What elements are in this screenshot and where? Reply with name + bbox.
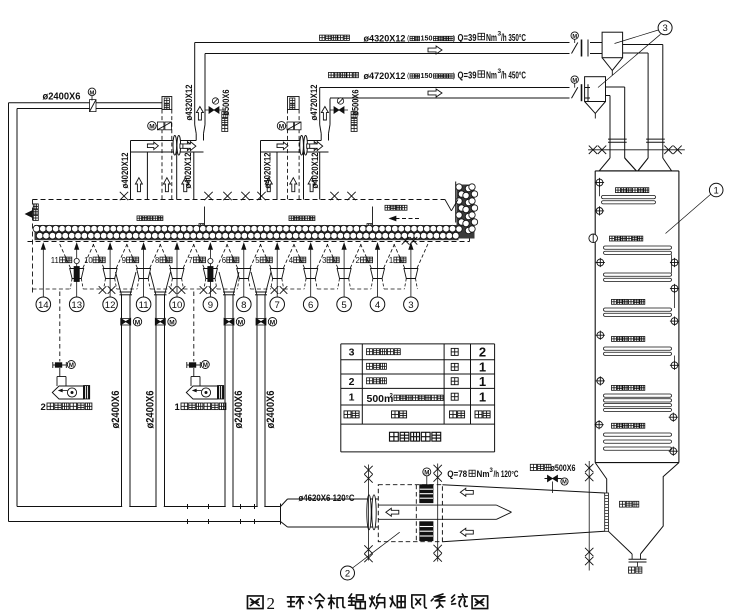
svg-text:(: ( — [407, 36, 410, 43]
svg-text:11: 11 — [139, 300, 149, 311]
svg-text:12: 12 — [105, 300, 116, 311]
svg-text:9: 9 — [122, 256, 126, 265]
svg-text:150: 150 — [421, 36, 433, 43]
svg-text:5: 5 — [255, 256, 260, 265]
svg-text:1: 1 — [714, 185, 719, 196]
svg-text:ø2400X6: ø2400X6 — [43, 91, 81, 103]
svg-text:1: 1 — [389, 256, 393, 265]
svg-text:13: 13 — [71, 300, 82, 311]
svg-text:/h 350°C: /h 350°C — [501, 32, 526, 44]
svg-text:8: 8 — [241, 300, 246, 311]
svg-text:3: 3 — [408, 300, 413, 311]
svg-text:M: M — [135, 319, 140, 326]
svg-text:3: 3 — [349, 347, 355, 359]
svg-text:ø500X6: ø500X6 — [221, 90, 232, 116]
svg-text:): ) — [453, 73, 455, 80]
svg-text:6: 6 — [308, 300, 313, 311]
svg-text:ø2400X6: ø2400X6 — [265, 391, 277, 429]
svg-text:1: 1 — [479, 389, 486, 404]
svg-text:M: M — [149, 123, 154, 130]
svg-text:ø2400X6: ø2400X6 — [145, 391, 157, 429]
svg-text:3: 3 — [662, 23, 667, 34]
svg-text:4: 4 — [375, 300, 381, 311]
svg-text:2: 2 — [349, 376, 355, 388]
svg-text:Nm: Nm — [486, 32, 497, 44]
svg-text:1: 1 — [479, 374, 486, 389]
svg-text:M: M — [169, 319, 174, 326]
svg-text:M: M — [203, 362, 208, 369]
svg-text:): ) — [453, 36, 455, 43]
svg-text:1: 1 — [349, 392, 355, 404]
svg-text:ø500X6: ø500X6 — [551, 463, 576, 474]
svg-text:2: 2 — [356, 256, 360, 265]
svg-text:M: M — [238, 319, 243, 326]
svg-text:ø2400X6: ø2400X6 — [233, 391, 245, 429]
svg-text:/h 120°C: /h 120°C — [494, 469, 519, 480]
svg-text:M: M — [90, 90, 95, 96]
svg-text:M: M — [279, 123, 284, 130]
svg-text:M: M — [270, 319, 275, 326]
svg-text:/h 450°C: /h 450°C — [501, 70, 526, 82]
svg-text:M: M — [69, 362, 74, 369]
svg-text:ø4020X12: ø4020X12 — [310, 153, 321, 189]
svg-text:5: 5 — [341, 300, 346, 311]
svg-text:M: M — [572, 78, 577, 84]
svg-text:3: 3 — [498, 68, 502, 75]
svg-text:(: ( — [407, 73, 410, 80]
svg-text:14: 14 — [38, 300, 49, 311]
svg-text:6: 6 — [222, 256, 226, 265]
svg-text:3: 3 — [498, 31, 502, 38]
svg-text:ø500X6: ø500X6 — [350, 90, 361, 116]
svg-text:8: 8 — [155, 256, 159, 265]
svg-text:7: 7 — [188, 256, 192, 265]
svg-text:2: 2 — [390, 394, 394, 400]
svg-text:150: 150 — [421, 73, 433, 80]
svg-text:ø4320X12: ø4320X12 — [184, 85, 195, 121]
svg-text:1: 1 — [479, 360, 486, 375]
svg-text:Q=39: Q=39 — [458, 70, 477, 82]
svg-text:ø4720X12: ø4720X12 — [364, 71, 406, 82]
svg-text:Nm: Nm — [486, 70, 497, 82]
svg-text:1: 1 — [175, 402, 181, 413]
svg-text:2: 2 — [345, 568, 350, 579]
svg-text:2: 2 — [267, 594, 276, 613]
svg-text:11: 11 — [51, 256, 59, 265]
svg-text:10: 10 — [84, 256, 93, 265]
svg-text:3: 3 — [322, 256, 326, 265]
svg-text:ø4020X12: ø4020X12 — [183, 153, 194, 189]
svg-text:ø4620X6 120°C: ø4620X6 120°C — [299, 493, 355, 504]
svg-text:Q=39: Q=39 — [458, 32, 477, 44]
svg-text:ø4020X12: ø4020X12 — [263, 153, 274, 189]
svg-text:ø4020X12: ø4020X12 — [120, 153, 131, 189]
svg-text:2: 2 — [41, 402, 46, 413]
svg-text:500m: 500m — [367, 393, 394, 405]
svg-text:Nm: Nm — [477, 469, 490, 480]
svg-text:M: M — [572, 34, 577, 40]
svg-text:Q=78: Q=78 — [447, 469, 467, 480]
svg-text:2: 2 — [479, 345, 486, 360]
svg-text:9: 9 — [208, 300, 213, 311]
svg-text:ø2400X6: ø2400X6 — [110, 391, 122, 429]
svg-text:ø4720X12: ø4720X12 — [309, 85, 320, 121]
svg-text:3: 3 — [490, 468, 494, 474]
svg-text:M: M — [562, 480, 567, 486]
svg-text:M: M — [424, 469, 429, 476]
svg-text:10: 10 — [172, 300, 183, 311]
svg-text:4: 4 — [289, 256, 294, 265]
svg-text:ø4320X12: ø4320X12 — [364, 34, 406, 45]
svg-text:7: 7 — [275, 300, 280, 311]
